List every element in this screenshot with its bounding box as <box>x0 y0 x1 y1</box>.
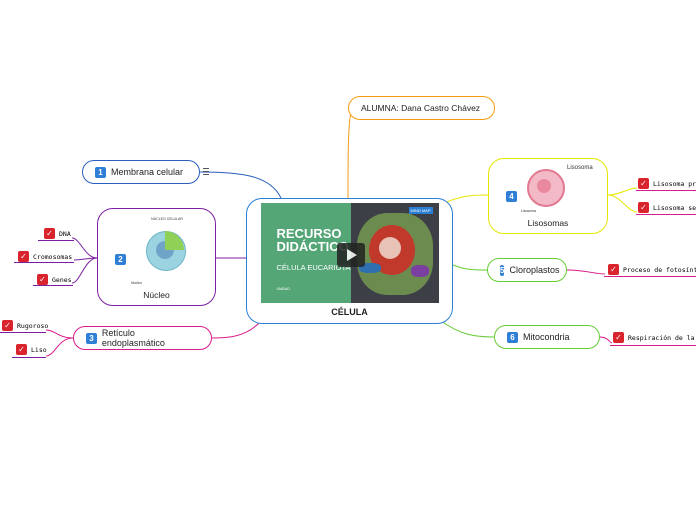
video-brand: UNIDAD <box>276 287 290 291</box>
topic-nucleo[interactable]: 2 NÚCLEO CELULAR Núcleo Núcleo <box>97 208 216 306</box>
leaf-genes[interactable]: ✓ Genes <box>37 274 72 285</box>
topic-cloroplastos[interactable]: 5 Cloroplastos <box>487 258 567 282</box>
topic-number: 1 <box>95 166 106 178</box>
topic-number: 3 <box>86 332 97 344</box>
author-label: ALUMNA: Dana Castro Chávez <box>361 103 481 113</box>
checkbox-icon: ✓ <box>16 344 27 355</box>
play-icon <box>346 249 357 261</box>
nucleo-image: NÚCLEO CELULAR Núcleo <box>131 217 198 287</box>
topic-label: Membrana celular <box>111 167 184 177</box>
topic-number: 4 <box>506 191 517 202</box>
cell-illustration <box>350 203 439 303</box>
play-button[interactable] <box>336 243 365 267</box>
central-node[interactable]: MIND MAP RECURSO DIDÁCTICO CÉLULA EUCARI… <box>246 198 453 324</box>
lisosoma-image-credit: Lisosoma <box>521 209 536 213</box>
nucleo-image-title: NÚCLEO CELULAR <box>151 217 183 221</box>
checkbox-icon: ✓ <box>608 264 619 275</box>
video-subtitle: CÉLULA EUCARIOTA <box>276 263 351 272</box>
checkbox-icon: ✓ <box>18 251 29 262</box>
leaf-lisosoma-secundario[interactable]: ✓ Lisosoma secundario <box>638 202 696 213</box>
topic-label: Cloroplastos <box>509 265 560 275</box>
topic-number: 2 <box>115 254 126 265</box>
central-label: CÉLULA <box>331 307 368 317</box>
leaf-lisosoma-primario[interactable]: ✓ Lisosoma primario <box>638 178 696 189</box>
checkbox-icon: ✓ <box>44 228 55 239</box>
video-thumbnail[interactable]: MIND MAP RECURSO DIDÁCTICO CÉLULA EUCARI… <box>260 203 439 303</box>
checkbox-icon: ✓ <box>638 178 649 189</box>
checkbox-icon: ✓ <box>2 320 13 331</box>
checkbox-icon: ✓ <box>638 202 649 213</box>
leaf-rugoroso[interactable]: ✓ Rugoroso <box>2 320 48 331</box>
video-title: RECURSO DIDÁCTICO <box>276 226 349 254</box>
leaf-liso[interactable]: ✓ Liso <box>16 344 47 355</box>
leaf-dna[interactable]: ✓ DNA <box>44 228 71 239</box>
leaf-fotosintesis[interactable]: ✓ Proceso de fotosíntesis <box>608 264 696 275</box>
topic-membrana[interactable]: 1 Membrana celular <box>82 160 200 184</box>
author-node[interactable]: ALUMNA: Dana Castro Chávez <box>348 96 495 120</box>
checkbox-icon: ✓ <box>37 274 48 285</box>
leaf-respiracion[interactable]: ✓ Respiración de la célula <box>613 332 696 343</box>
topic-number: 5 <box>500 264 505 276</box>
lisosoma-image-title: Lisosoma <box>567 165 593 171</box>
topic-label: Núcleo <box>143 290 170 300</box>
topic-label: Lisosomas <box>527 218 569 228</box>
lisosoma-image: Lisosoma Lisosoma <box>521 165 595 215</box>
topic-reticulo[interactable]: 3 Retículo endoplasmático <box>73 326 212 350</box>
notes-icon[interactable] <box>203 168 209 175</box>
topic-number: 6 <box>507 331 518 343</box>
checkbox-icon: ✓ <box>613 332 624 343</box>
topic-label: Retículo endoplasmático <box>101 328 165 348</box>
nucleo-image-credit: Núcleo <box>131 281 142 285</box>
leaf-cromosomas[interactable]: ✓ Cromosomas <box>18 251 72 262</box>
topic-label: Mitocondria <box>523 332 570 342</box>
video-badge: MIND MAP <box>408 207 433 214</box>
topic-lisosomas[interactable]: 4 Lisosoma Lisosoma Lisosomas <box>488 158 608 234</box>
topic-mitocondria[interactable]: 6 Mitocondria <box>494 325 600 349</box>
